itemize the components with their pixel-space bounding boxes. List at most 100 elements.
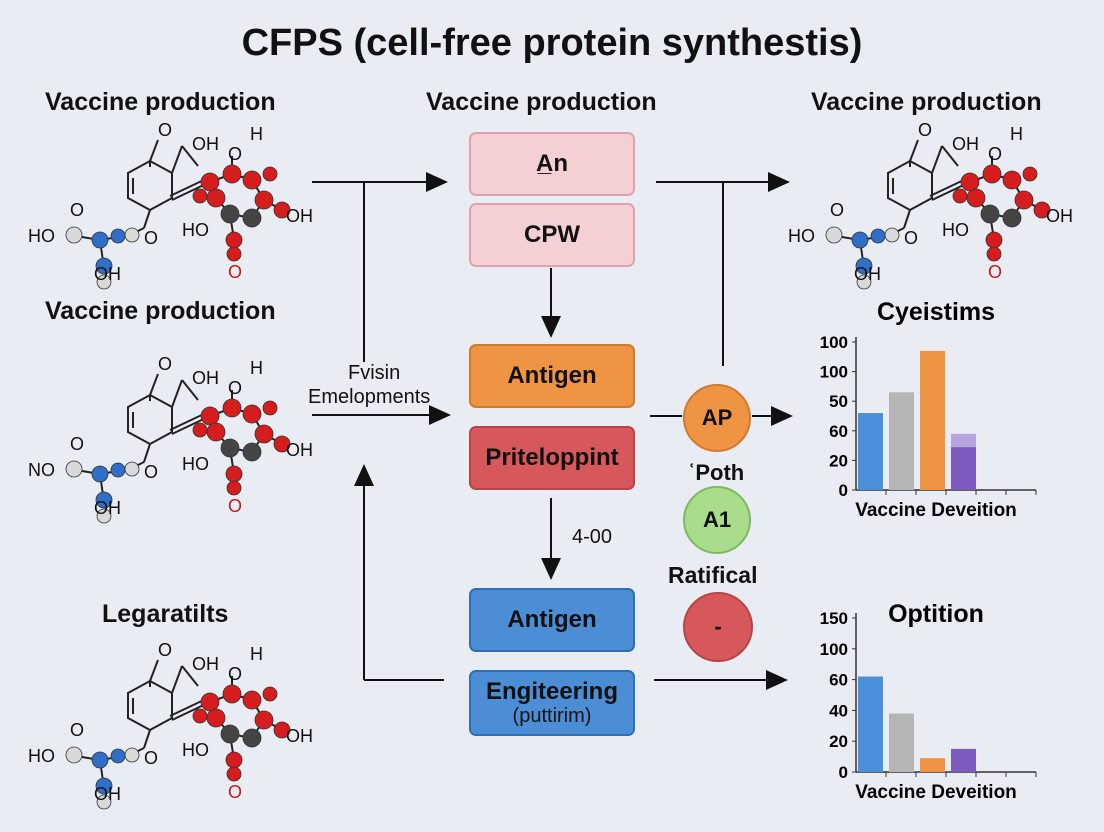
circle-poth-caption: ʿPoth — [688, 460, 745, 485]
svg-text:HO: HO — [182, 454, 209, 474]
chart-ytick: 40 — [829, 701, 848, 720]
chart-title: Optition — [888, 600, 984, 628]
flow-box-cpw-label: CPW — [524, 221, 580, 248]
svg-text:O: O — [904, 228, 918, 248]
svg-text:OH: OH — [192, 134, 219, 154]
svg-text:HO: HO — [942, 220, 969, 240]
svg-text:OH: OH — [94, 784, 121, 804]
circle-a1: A1 — [683, 486, 751, 554]
flow-box-engiteering-label: Engiteering — [485, 677, 618, 705]
svg-text:O: O — [144, 748, 158, 768]
svg-text:H: H — [1010, 124, 1023, 144]
flow-box-antigen-1-label: Antigen — [507, 362, 597, 389]
circle-ap-label: AP — [701, 405, 733, 430]
svg-text:OH: OH — [854, 264, 881, 284]
chart-ytick: 0 — [839, 763, 848, 782]
svg-text:O: O — [228, 664, 242, 684]
svg-text:OH: OH — [286, 206, 313, 226]
circle-ap: AP — [683, 384, 751, 452]
chart-xlabel: Vaccine Deveition — [855, 782, 1017, 803]
svg-text:O: O — [70, 434, 84, 454]
chart-ytick: 20 — [829, 451, 848, 470]
svg-text:O: O — [228, 262, 242, 282]
chart-bar — [920, 350, 945, 490]
chart-bar — [951, 447, 976, 490]
flow-box-cpw: CPW — [469, 203, 635, 267]
svg-text:OH: OH — [94, 498, 121, 518]
svg-text:O: O — [830, 200, 844, 220]
svg-text:O: O — [228, 782, 242, 802]
circle-minus-label: - — [714, 614, 722, 639]
svg-text:OH: OH — [94, 264, 121, 284]
flow-box-engiteering: Engiteering (puttirim) — [469, 670, 635, 736]
chart-ytick: 100 — [820, 333, 848, 352]
svg-text:OH: OH — [192, 368, 219, 388]
svg-text:OH: OH — [286, 440, 313, 460]
svg-text:O: O — [158, 354, 172, 374]
chart-ytick: 20 — [829, 732, 848, 751]
svg-text:HO: HO — [788, 226, 815, 246]
heading-left-middle: Vaccine production — [45, 297, 276, 325]
side-label-emelopments: Emelopments — [308, 386, 431, 408]
arrow-label: 4-00 — [572, 526, 613, 548]
flow-box-antigen-2: Antigen — [469, 588, 635, 652]
svg-text:O: O — [228, 496, 242, 516]
circle-minus: - — [683, 592, 753, 662]
chart-title: Cyeistims — [877, 298, 995, 326]
svg-text:OH: OH — [1046, 206, 1073, 226]
flow-box-engiteering-sublabel: (puttirim) — [512, 705, 592, 728]
svg-text:O: O — [144, 462, 158, 482]
heading-left-bottom: Legaratilts — [102, 600, 229, 628]
flow-box-an: A̲n — [469, 132, 635, 196]
chart-ytick: 100 — [820, 640, 848, 659]
chart-ytick: 60 — [829, 671, 848, 690]
chart-xlabel: Vaccine Deveition — [855, 500, 1017, 521]
flow-box-priteloppint: Priteloppint — [469, 426, 635, 490]
chart-bar — [858, 413, 883, 490]
chart-ytick: 150 — [820, 609, 848, 628]
flow-box-an-label: A̲n — [536, 150, 568, 177]
svg-text:OH: OH — [286, 726, 313, 746]
heading-right-top: Vaccine production — [811, 88, 1042, 116]
svg-text:O: O — [228, 144, 242, 164]
svg-text:O: O — [918, 120, 932, 140]
flow-box-priteloppint-label: Priteloppint — [485, 444, 619, 471]
svg-text:HO: HO — [28, 226, 55, 246]
svg-text:H: H — [250, 124, 263, 144]
svg-text:O: O — [70, 200, 84, 220]
circle-a1-label: A1 — [702, 507, 732, 532]
svg-text:NO: NO — [28, 460, 55, 480]
chart-ytick: 0 — [839, 481, 848, 500]
svg-text:OH: OH — [952, 134, 979, 154]
circle-ratifical-caption: Ratifical — [668, 562, 758, 588]
flow-box-antigen-2-label: Antigen — [507, 606, 597, 633]
svg-text:HO: HO — [28, 746, 55, 766]
chart-bar — [951, 748, 976, 772]
svg-text:HO: HO — [182, 740, 209, 760]
svg-text:O: O — [228, 378, 242, 398]
svg-text:O: O — [70, 720, 84, 740]
chart-bar — [889, 392, 914, 490]
svg-text:H: H — [250, 358, 263, 378]
flow-box-antigen-1: Antigen — [469, 344, 635, 408]
chart-ytick: 100 — [820, 363, 848, 382]
heading-center-top: Vaccine production — [426, 88, 657, 116]
heading-left-top: Vaccine production — [45, 88, 276, 116]
page-title: CFPS (cell-free protein synthestis) — [241, 22, 863, 64]
svg-text:O: O — [988, 144, 1002, 164]
svg-text:O: O — [158, 640, 172, 660]
svg-text:O: O — [158, 120, 172, 140]
chart-bar — [858, 676, 883, 772]
chart-bar — [889, 713, 914, 772]
chart-bar — [920, 758, 945, 772]
chart-bar-extra — [951, 433, 976, 448]
chart-ytick: 60 — [829, 422, 848, 441]
svg-text:OH: OH — [192, 654, 219, 674]
svg-text:O: O — [144, 228, 158, 248]
